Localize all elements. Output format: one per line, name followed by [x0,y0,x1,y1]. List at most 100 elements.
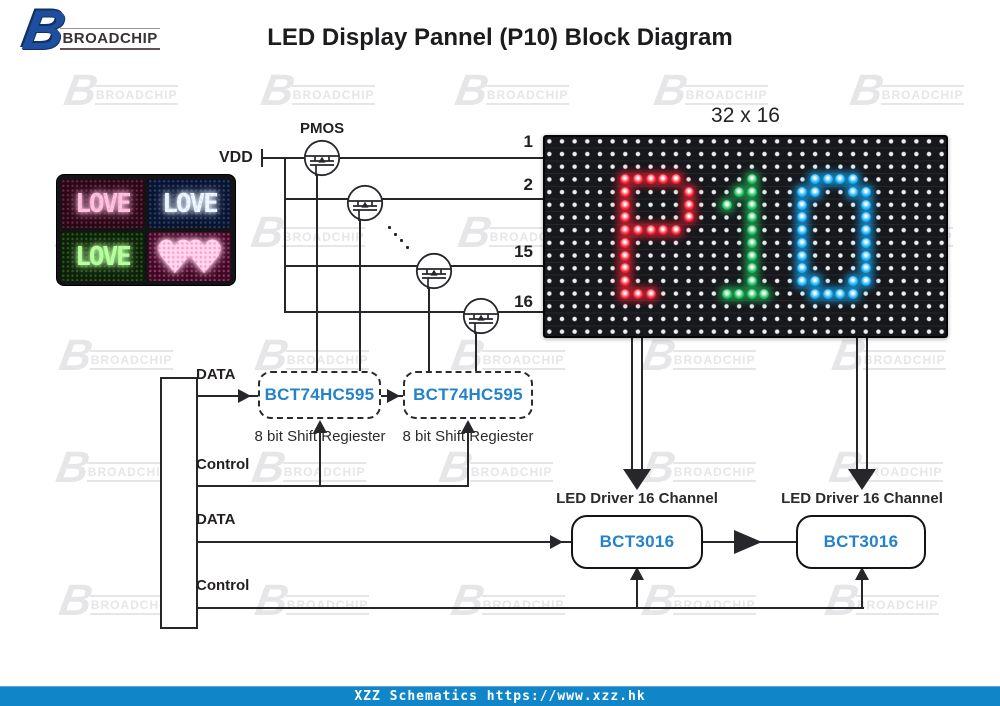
lit-led [797,250,808,261]
lit-led [848,187,859,198]
lit-led [746,225,757,236]
lit-led [620,187,631,198]
lit-led [797,225,808,236]
arrowhead-control-1a [313,420,327,433]
lit-led [620,174,631,185]
lit-led [746,187,757,198]
lit-led [810,275,821,286]
shift-register-2-name: BCT74HC595 [413,385,523,404]
lit-led [797,237,808,248]
lit-led [683,212,694,223]
lit-led [746,199,757,210]
ellipsis-dot [400,239,403,242]
pmos-label: PMOS [300,120,345,137]
lit-led [822,288,833,299]
led-dot-texture [148,179,231,228]
input-bus-connector [160,377,198,629]
lit-led [860,225,871,236]
panel-arrow-1-shaft-r [641,337,643,471]
lit-led [797,212,808,223]
lit-led [645,288,656,299]
led-demo-screen-3: LOVE [61,232,144,281]
led-driver-1-caption: LED Driver 16 Channel [556,490,718,507]
wire-gate-15 [428,273,430,372]
led-dot-texture [61,179,144,228]
lit-led [734,187,745,198]
arrowhead-driver-chain [734,530,762,554]
led-driver-1-name: BCT3016 [599,532,675,551]
panel-arrow-2-shaft-l [856,337,858,471]
led-dot-texture [61,232,144,281]
lit-led [860,275,871,286]
data-label-1: DATA [196,366,236,383]
lit-led [810,174,821,185]
lit-led [746,212,757,223]
arrowhead-sr-chain [387,389,400,403]
panel-arrow-1-head [623,469,651,490]
pmos-transistor-3 [415,252,453,290]
wire-control-1 [198,485,469,487]
lit-led [860,212,871,223]
wire-gate-1 [316,160,318,372]
lit-led [860,263,871,274]
lit-led [632,288,643,299]
lit-led [721,288,732,299]
wire-data-2 [198,541,571,543]
lit-led [658,225,669,236]
control-label-1: Control [196,456,250,473]
data-label-2: DATA [196,511,236,528]
lit-led [797,187,808,198]
led-demo-screen-1: LOVE [61,179,144,228]
page-title: LED Display Pannel (P10) Block Diagram [267,24,733,51]
lit-led [848,288,859,299]
wire-row-2 [284,198,543,200]
control-label-2: Control [196,577,250,594]
pmos-transistor-4 [462,297,500,335]
lit-led [746,250,757,261]
wire-control-1-branch-a [319,425,321,485]
panel-arrow-1-shaft-l [631,337,633,471]
shift-register-1: BCT74HC595 [258,371,381,419]
wire-row-15 [284,265,543,267]
lit-led [860,199,871,210]
row-label-1: 1 [523,132,533,151]
lit-led [746,237,757,248]
lit-led [822,174,833,185]
lit-led [721,199,732,210]
led-driver-2-name: BCT3016 [823,532,899,551]
lit-led [835,288,846,299]
row-label-2: 2 [523,175,533,194]
lit-led [759,288,770,299]
lit-led [620,225,631,236]
lit-led [645,174,656,185]
led-dot-texture [148,232,231,281]
wire-control-2-branch-a [636,572,638,608]
lit-led [848,174,859,185]
row-label-15: 15 [514,242,533,261]
lit-led [620,212,631,223]
lit-led [860,237,871,248]
lit-led [835,174,846,185]
lit-led [683,187,694,198]
wire-gate-16 [475,318,477,372]
lit-led [797,263,808,274]
led-demo-screen-4: ♥♥ [148,232,231,281]
lit-led [746,263,757,274]
ellipsis-dot [394,233,397,236]
led-driver-2-caption: LED Driver 16 Channel [781,490,943,507]
wire-data-1 [198,395,258,397]
lit-led [860,250,871,261]
lit-led [632,225,643,236]
wire-row-16 [284,311,543,313]
